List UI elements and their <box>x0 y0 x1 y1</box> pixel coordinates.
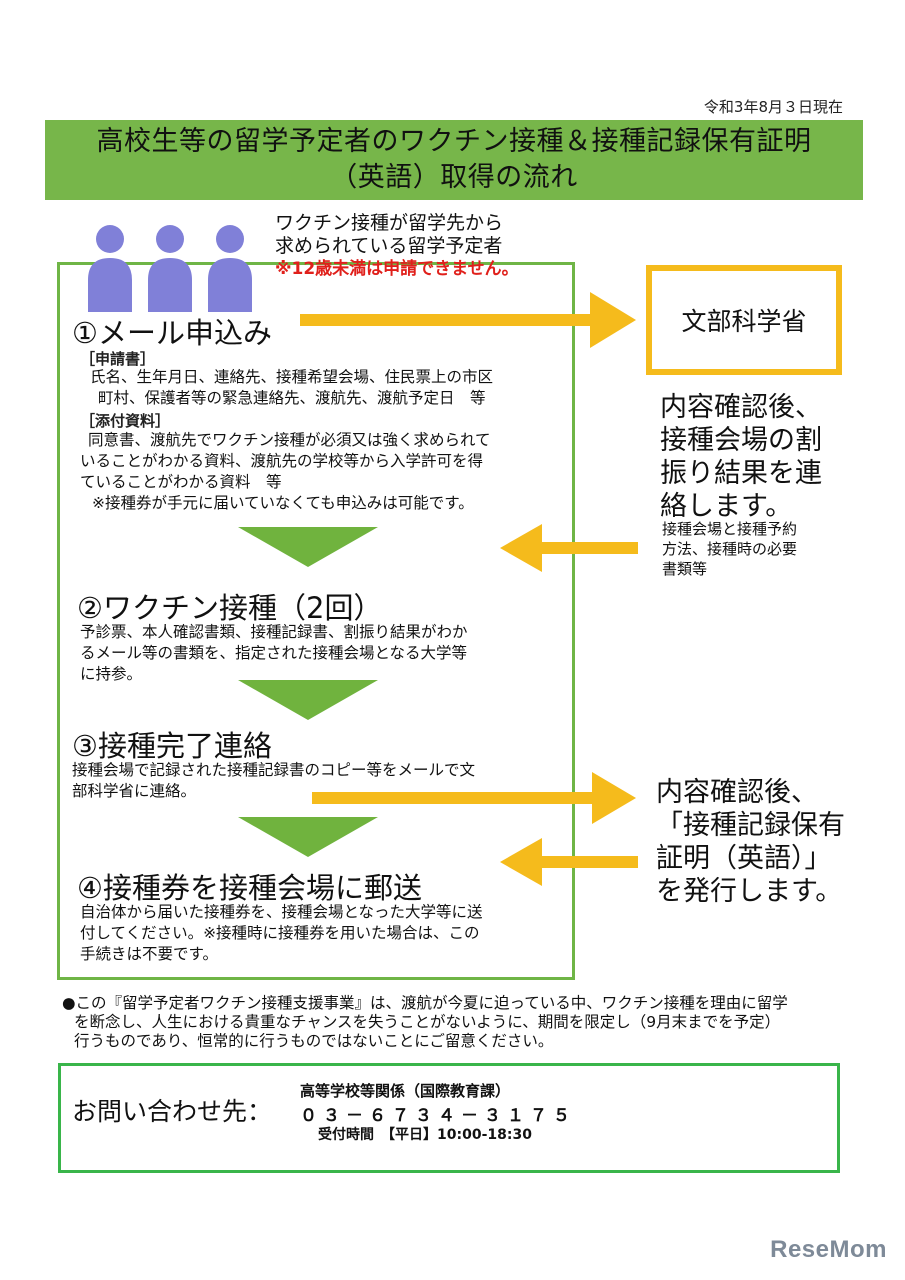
text-line: 町村、保護者等の緊急連絡先、渡航先、渡航予定日 等 <box>98 389 486 407</box>
mext-response-1: 内容確認後、 接種会場の割 振り結果を連 絡します。 <box>660 391 822 523</box>
step3-text: 接種会場で記録された接種記録書のコピー等をメールで文 部科学省に連絡。 <box>72 760 475 802</box>
step3-heading: ③接種完了連絡 <box>72 729 272 763</box>
target-line-1: ワクチン接種が留学先から <box>275 212 504 234</box>
text-line: 同意書、渡航先でワクチン接種が必須又は強く求められて <box>88 431 491 449</box>
date-stamp: 令和3年8月３日現在 <box>703 98 843 116</box>
text-line: 予診票、本人確認書類、接種記録書、割振り結果がわか <box>80 623 468 641</box>
text-line: 部科学省に連絡。 <box>72 782 197 800</box>
text-line: 氏名、生年月日、連絡先、接種希望会場、住民票上の市区 <box>90 368 494 386</box>
contact-department: 高等学校等関係（国際教育課） <box>300 1082 511 1100</box>
text-line: 行うものであり、恒常的に行うものではないことにご留意ください。 <box>74 1032 554 1050</box>
contact-phone: ０３－６７３４－３１７５ <box>300 1106 576 1126</box>
text-line: を発行します。 <box>656 876 843 907</box>
step4-heading: ④接種券を接種会場に郵送 <box>77 871 422 905</box>
step1-attachments-text: 同意書、渡航先でワクチン接種が必須又は強く求められて いることがわかる資料、渡航… <box>80 430 491 514</box>
step1-application-text: 氏名、生年月日、連絡先、接種希望会場、住民票上の市区 町村、保護者等の緊急連絡先… <box>90 367 493 409</box>
people-icon <box>88 225 252 312</box>
text-line: 絡します。 <box>660 491 793 522</box>
step4-text: 自治体から届いた接種券を、接種会場となった大学等に送 付してください。※接種時に… <box>80 902 483 965</box>
text-line: ※接種券が手元に届いていなくても申込みは可能です。 <box>92 494 474 512</box>
text-line: るメール等の書類を、指定された接種会場となる大学等 <box>80 644 468 662</box>
text-line: 書類等 <box>662 560 708 578</box>
text-line: 接種会場で記録された接種記録書のコピー等をメールで文 <box>72 761 476 779</box>
age-warning: ※12歳未満は申請できません。 <box>275 259 519 279</box>
arrow-right-to-mext <box>300 292 636 348</box>
step2-text: 予診票、本人確認書類、接種記録書、割振り結果がわか るメール等の書類を、指定され… <box>80 622 468 685</box>
text-line: に持参。 <box>80 665 143 683</box>
text-line: 付してください。※接種時に接種券を用いた場合は、この <box>80 924 480 942</box>
text-line: 接種会場の割 <box>660 425 822 456</box>
resemom-logo: ReseMom <box>770 1236 887 1263</box>
contact-label: お問い合わせ先： <box>72 1097 273 1126</box>
arrow-left-to-step1 <box>500 524 638 572</box>
arrow-right-to-mext-2 <box>312 772 636 824</box>
arrow-left-to-step4 <box>500 838 638 886</box>
contact-hours: 受付時間 【平日】10:00-18:30 <box>318 1127 532 1143</box>
text-line: 振り結果を連 <box>660 458 822 489</box>
mext-response-1-details: 接種会場と接種予約 方法、接種時の必要 書類等 <box>662 519 797 579</box>
text-line: 方法、接種時の必要 <box>662 540 798 558</box>
text-line: いることがわかる資料、渡航先の学校等から入学許可を得 <box>80 452 484 470</box>
mext-response-2: 内容確認後、 「接種記録保有 証明（英語）」 を発行します。 <box>656 776 845 908</box>
step1-tag-application: ［申請書］ <box>80 350 156 368</box>
step2-heading: ②ワクチン接種（2回） <box>77 591 383 625</box>
text-line: 「接種記録保有 <box>656 810 845 841</box>
text-line: 自治体から届いた接種券を、接種会場となった大学等に送 <box>80 903 483 921</box>
text-line: 証明（英語）」 <box>656 843 832 874</box>
text-line: 接種会場と接種予約 <box>662 520 798 538</box>
mext-box: 文部科学省 <box>646 265 842 375</box>
notice: ●この『留学予定者ワクチン接種支援事業』は、渡航が今夏に迫っている中、ワクチン接… <box>62 994 862 1051</box>
text-line: 内容確認後、 <box>656 777 818 808</box>
down-arrow-3 <box>238 817 378 857</box>
text-line: ●この『留学予定者ワクチン接種支援事業』は、渡航が今夏に迫っている中、ワクチン接… <box>62 994 788 1012</box>
target-line-2: 求められている留学予定者 <box>275 235 503 257</box>
title-line-2: （英語）取得の流れ <box>330 162 578 193</box>
step1-tag-attachments: ［添付資料］ <box>80 412 171 430</box>
down-arrow-1 <box>238 527 378 567</box>
contact-box <box>58 1063 840 1173</box>
down-arrow-2 <box>238 680 378 720</box>
text-line: 内容確認後、 <box>660 392 822 423</box>
text-line: ていることがわかる資料 等 <box>80 473 282 491</box>
text-line: 手続きは不要です。 <box>80 945 218 963</box>
flow-box <box>57 262 575 980</box>
text-line: を断念し、人生における貴重なチャンスを失うことがないように、期間を限定し（9月末… <box>74 1013 781 1031</box>
target-description: ワクチン接種が留学先から 求められている留学予定者 ※12歳未満は申請できません… <box>275 212 519 281</box>
step1-heading: ①メール申込み <box>72 316 272 350</box>
title-banner: 高校生等の留学予定者のワクチン接種＆接種記録保有証明 （英語）取得の流れ <box>45 120 863 200</box>
title-line-1: 高校生等の留学予定者のワクチン接種＆接種記録保有証明 <box>96 126 812 157</box>
